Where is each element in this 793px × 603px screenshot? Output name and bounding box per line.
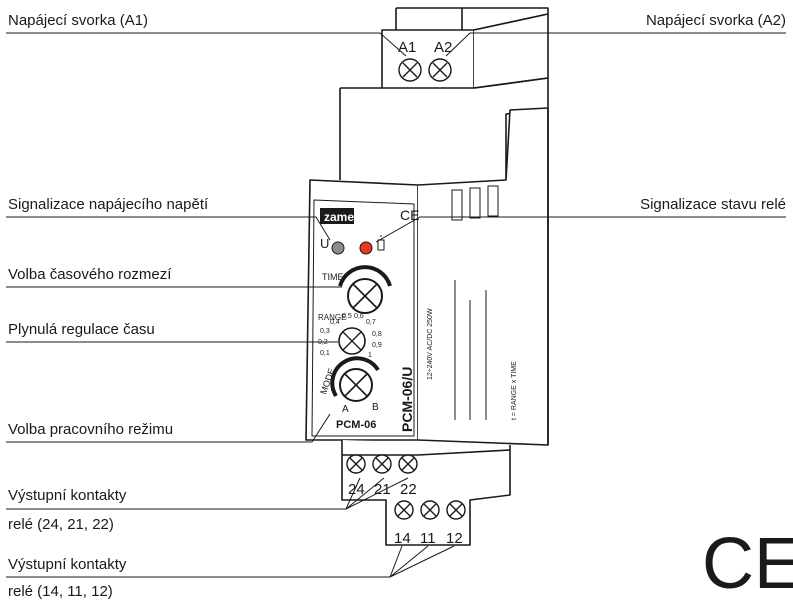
- terminal-a2: A2: [434, 39, 452, 56]
- range-tick-7: 0,8: [372, 331, 382, 338]
- label-mode-select: Volba pracovního režimu: [8, 421, 174, 438]
- terminal-22: 22: [400, 481, 417, 498]
- side-formula-text: t = RANGE x TIME: [511, 361, 518, 420]
- label-output-24-numbers: relé (24, 21, 22): [8, 516, 114, 533]
- range-tick-9: 1: [368, 352, 372, 359]
- side-diagram-icon: [451, 185, 499, 420]
- terminal-a1: A1: [398, 39, 416, 56]
- label-power-indicator: Signalizace napájecího napětí: [8, 196, 209, 213]
- terminal-14: 14: [394, 530, 411, 547]
- mode-b-label: B: [372, 402, 379, 413]
- range-tick-8: 0,9: [372, 342, 382, 349]
- terminal-11: 11: [420, 530, 436, 547]
- terminal-12: 12: [446, 530, 463, 547]
- label-time-adjust: Plynulá regulace času: [8, 321, 155, 338]
- power-led-label: U: [320, 236, 329, 251]
- label-output-14-numbers: relé (14, 11, 12): [8, 583, 113, 600]
- front-model-label: PCM-06: [336, 419, 376, 431]
- label-supply-terminal-a1: Napájecí svorka (A1): [8, 12, 149, 29]
- range-tick-3: 0,4: [330, 319, 340, 326]
- range-tick-2: 0,3: [320, 328, 330, 335]
- range-tick-6: 0,7: [366, 319, 376, 326]
- power-led-icon: [331, 241, 345, 255]
- range-tick-5: 0,6: [354, 313, 364, 320]
- time-label: TIME: [322, 272, 344, 282]
- range-label: RANGE: [318, 313, 346, 322]
- ce-mark-large: CE: [702, 524, 793, 603]
- brand-logo-plate: [320, 208, 354, 224]
- side-model-label: PCM-06/U: [399, 367, 415, 432]
- brand-logo: zamel: [324, 210, 357, 224]
- ce-mark-small: CE: [400, 207, 419, 223]
- terminal-21: 21: [374, 481, 391, 498]
- side-spec-text: 12÷240V AC/DC 250W: [427, 308, 434, 380]
- relay-symbol-icon: [377, 235, 385, 251]
- label-time-range: Volba časového rozmezí: [8, 266, 172, 283]
- label-output-14: Výstupní kontakty: [8, 556, 127, 573]
- label-output-24: Výstupní kontakty: [8, 487, 127, 504]
- terminal-24: 24: [348, 481, 365, 498]
- relay-led-icon: [359, 241, 373, 255]
- label-relay-indicator: Signalizace stavu relé: [640, 196, 786, 213]
- range-tick-0: 0,1: [320, 350, 330, 357]
- mode-a-label: A: [342, 404, 349, 415]
- label-supply-terminal-a2: Napájecí svorka (A2): [645, 12, 786, 29]
- range-tick-4: 0,5: [342, 313, 352, 320]
